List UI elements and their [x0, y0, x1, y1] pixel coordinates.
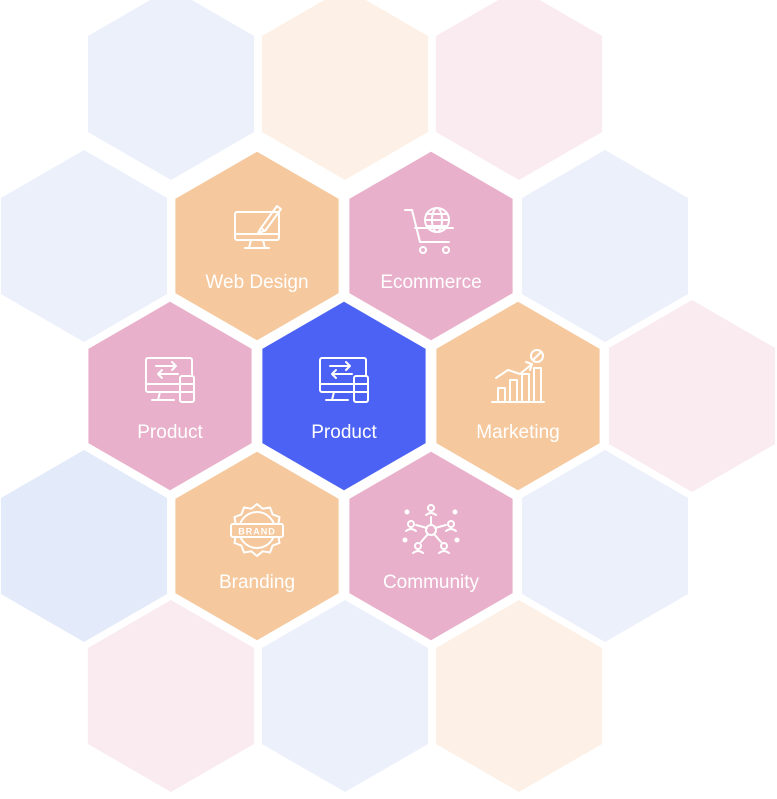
tile-web-design[interactable]: Web Design: [172, 148, 342, 344]
background-hexagon: [87, 600, 255, 792]
tile-marketing[interactable]: Marketing: [433, 298, 603, 494]
tile-label: Marketing: [476, 422, 559, 443]
network-people-icon: [402, 504, 460, 554]
background-hexagon: [521, 150, 689, 342]
growth-chart-icon: [491, 349, 545, 403]
tile-branding[interactable]: BRAND Branding: [172, 448, 342, 644]
tile-label: Branding: [219, 572, 295, 593]
tile-label: Web Design: [205, 272, 308, 293]
brand-badge-text: BRAND: [238, 527, 276, 537]
tile-hexagon: [346, 148, 516, 344]
tile-label: Product: [137, 422, 203, 443]
tile-ecommerce[interactable]: Ecommerce: [346, 148, 516, 344]
tile-label: Ecommerce: [380, 272, 481, 293]
background-hexagon: [435, 0, 603, 180]
monitor-transfer-icon: [319, 357, 369, 403]
background-hexagon: [87, 0, 255, 180]
background-hexagon: [608, 300, 776, 492]
background-hexagon: [0, 150, 168, 342]
tile-hexagon: [259, 298, 429, 494]
background-hexagon: [521, 450, 689, 642]
background-hexagon: [435, 600, 603, 792]
tile-hexagon: [172, 148, 342, 344]
tile-product[interactable]: Product: [85, 298, 255, 494]
tile-label: Community: [383, 572, 480, 593]
shopping-cart-globe-icon: [404, 207, 454, 254]
background-hexagon: [261, 600, 429, 792]
tile-label: Product: [311, 422, 377, 443]
tile-hexagon: [172, 448, 342, 644]
service-tiles: Web Design Ecommerce: [85, 148, 603, 644]
tile-community[interactable]: Community: [346, 448, 516, 644]
tile-hexagon: [85, 298, 255, 494]
brand-badge-icon: BRAND: [230, 503, 284, 557]
monitor-transfer-icon: [145, 357, 195, 403]
tile-product-active[interactable]: Product: [259, 298, 429, 494]
background-hexagon: [0, 450, 168, 642]
web-design-icon: [234, 205, 282, 249]
tile-hexagon: [346, 448, 516, 644]
background-hexagon: [261, 0, 429, 180]
